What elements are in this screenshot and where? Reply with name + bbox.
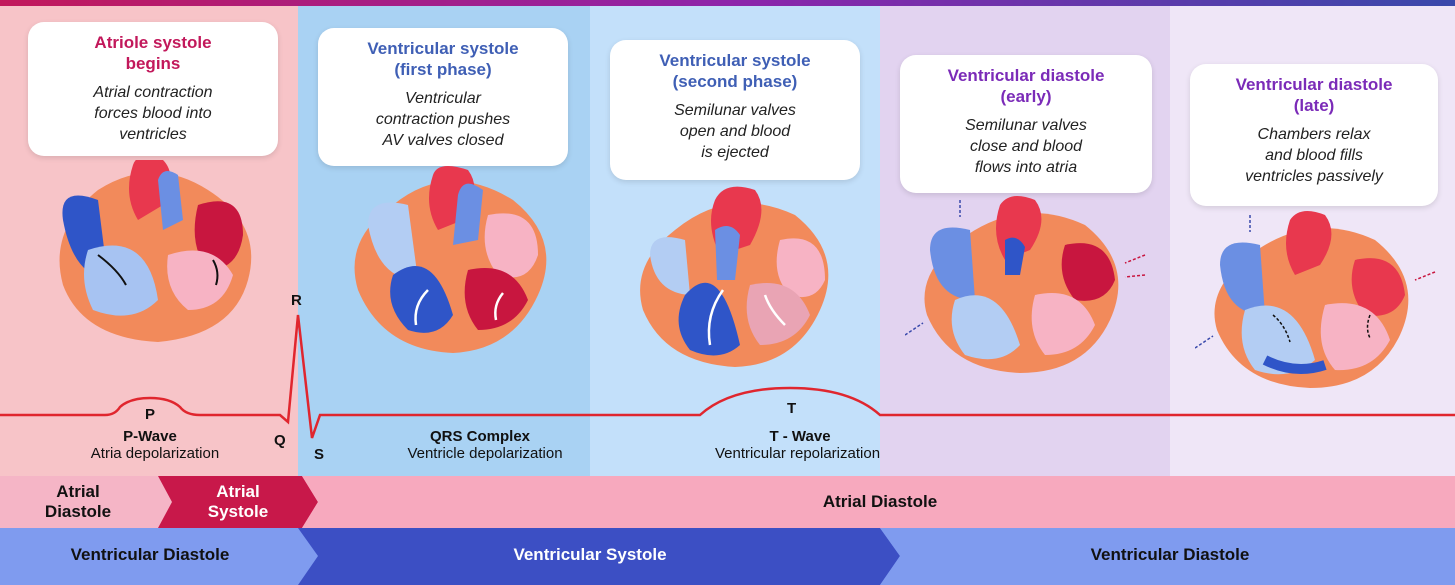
ventricular-diastole-label-2: Ventricular Diastole xyxy=(1020,545,1320,565)
atrial-cycle-row: Atrial Diastole Atrial Systole Atrial Di… xyxy=(0,476,1455,528)
phase-card-4: Ventricular diastole (early) Semilunar v… xyxy=(900,55,1152,193)
phase-card-3: Ventricular systole (second phase) Semil… xyxy=(610,40,860,180)
atrial-diastole-label-1: Atrial Diastole xyxy=(8,482,148,522)
p-wave-description: Atria depolarization xyxy=(50,445,260,462)
ecg-label-s: S xyxy=(314,446,324,463)
qrs-label: QRS Complex xyxy=(380,428,580,445)
phase-title: Ventricular systole (second phase) xyxy=(618,50,852,92)
phase-description: Chambers relax and blood fills ventricle… xyxy=(1198,124,1430,187)
p-wave-label: P-Wave xyxy=(80,428,220,445)
phase-description: Atrial contraction forces blood into ven… xyxy=(36,82,270,145)
ecg-label-q: Q xyxy=(274,432,286,449)
phase-card-2: Ventricular systole (first phase) Ventri… xyxy=(318,28,568,166)
qrs-description: Ventricle depolarization xyxy=(360,445,610,462)
phase-card-5: Ventricular diastole (late) Chambers rel… xyxy=(1190,64,1438,206)
phase-description: Ventricular contraction pushes AV valves… xyxy=(326,88,560,151)
phase-description: Semilunar valves open and blood is eject… xyxy=(618,100,852,163)
ecg-label-p: P xyxy=(145,406,155,423)
phase-description: Semilunar valves close and blood flows i… xyxy=(908,115,1144,178)
phase-title: Atriole systole begins xyxy=(36,32,270,74)
ecg-label-r: R xyxy=(291,292,302,309)
phase-title: Ventricular diastole (late) xyxy=(1198,74,1430,116)
ecg-label-t: T xyxy=(787,400,796,417)
atrial-systole-label: Atrial Systole xyxy=(168,482,308,522)
ventricular-cycle-row: Ventricular Diastole Ventricular Systole… xyxy=(0,528,1455,585)
phase-title: Ventricular systole (first phase) xyxy=(326,38,560,80)
t-wave-label: T - Wave xyxy=(710,428,890,445)
ecg-line xyxy=(0,315,1455,438)
ventricular-systole-label: Ventricular Systole xyxy=(440,545,740,565)
phase-card-1: Atriole systole begins Atrial contractio… xyxy=(28,22,278,156)
ventricular-diastole-label-1: Ventricular Diastole xyxy=(0,545,300,565)
atrial-diastole-label-2: Atrial Diastole xyxy=(680,492,1080,512)
t-wave-description: Ventricular repolarization xyxy=(665,445,930,462)
phase-title: Ventricular diastole (early) xyxy=(908,65,1144,107)
